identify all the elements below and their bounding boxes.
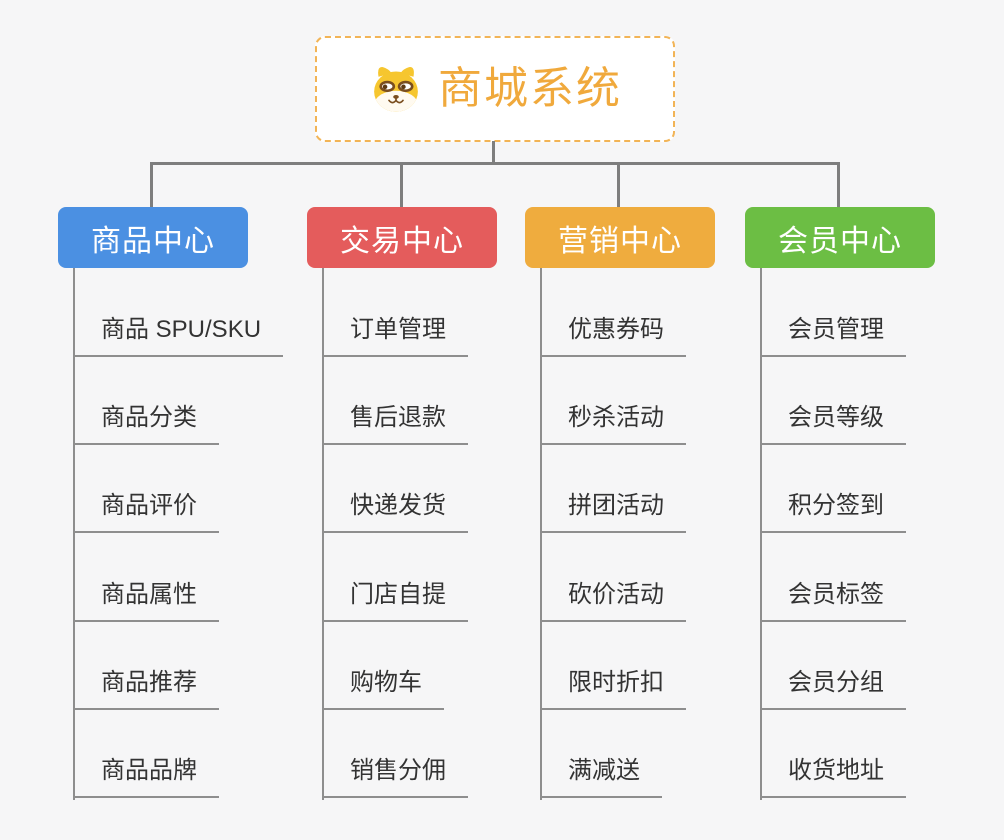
leaf-node[interactable]: 限时折扣 [540, 666, 686, 710]
leaf-node[interactable]: 会员等级 [760, 401, 906, 445]
branch-node-marketing-center[interactable]: 营销中心 [525, 207, 715, 268]
leaf-node[interactable]: 收货地址 [760, 754, 906, 798]
leaf-node[interactable]: 门店自提 [322, 578, 468, 622]
branch-node-trade-center[interactable]: 交易中心 [307, 207, 497, 268]
connector-root-trunk [492, 141, 495, 164]
connector-drop-trade [400, 163, 403, 208]
leaf-node[interactable]: 商品属性 [73, 578, 219, 622]
branch-trunk-line [760, 268, 762, 800]
leaf-node[interactable]: 积分签到 [760, 489, 906, 533]
branch-trunk-line [540, 268, 542, 800]
leaf-node[interactable]: 销售分佣 [322, 754, 468, 798]
leaf-node[interactable]: 会员管理 [760, 313, 906, 357]
connector-bus [150, 162, 840, 165]
leaf-node[interactable]: 秒杀活动 [540, 401, 686, 445]
branch-trunk-line [322, 268, 324, 800]
leaf-node[interactable]: 会员分组 [760, 666, 906, 710]
leaf-node[interactable]: 商品分类 [73, 401, 219, 445]
leaf-node[interactable]: 拼团活动 [540, 489, 686, 533]
branch-trunk-line [73, 268, 75, 800]
leaf-node[interactable]: 快递发货 [322, 489, 468, 533]
leaf-node[interactable]: 商品评价 [73, 489, 219, 533]
leaf-node[interactable]: 砍价活动 [540, 578, 686, 622]
leaf-node[interactable]: 商品 SPU/SKU [73, 313, 284, 357]
leaf-node[interactable]: 购物车 [322, 666, 444, 710]
leaf-node[interactable]: 满减送 [540, 754, 662, 798]
connector-drop-member [837, 163, 840, 208]
leaf-node[interactable]: 商品品牌 [73, 754, 219, 798]
root-node-mall-system[interactable]: 商城系统 [315, 36, 675, 142]
leaf-node[interactable]: 会员标签 [760, 578, 906, 622]
connector-drop-product [150, 163, 153, 208]
leaf-node[interactable]: 商品推荐 [73, 666, 219, 710]
leaf-node[interactable]: 售后退款 [322, 401, 468, 445]
leaf-node[interactable]: 订单管理 [322, 313, 468, 357]
connector-drop-marketing [617, 163, 620, 208]
leaf-node[interactable]: 优惠券码 [540, 313, 686, 357]
branch-node-member-center[interactable]: 会员中心 [745, 207, 935, 268]
root-title: 商城系统 [438, 64, 622, 113]
branch-node-product-center[interactable]: 商品中心 [58, 207, 248, 268]
dog-face-icon [374, 67, 418, 112]
